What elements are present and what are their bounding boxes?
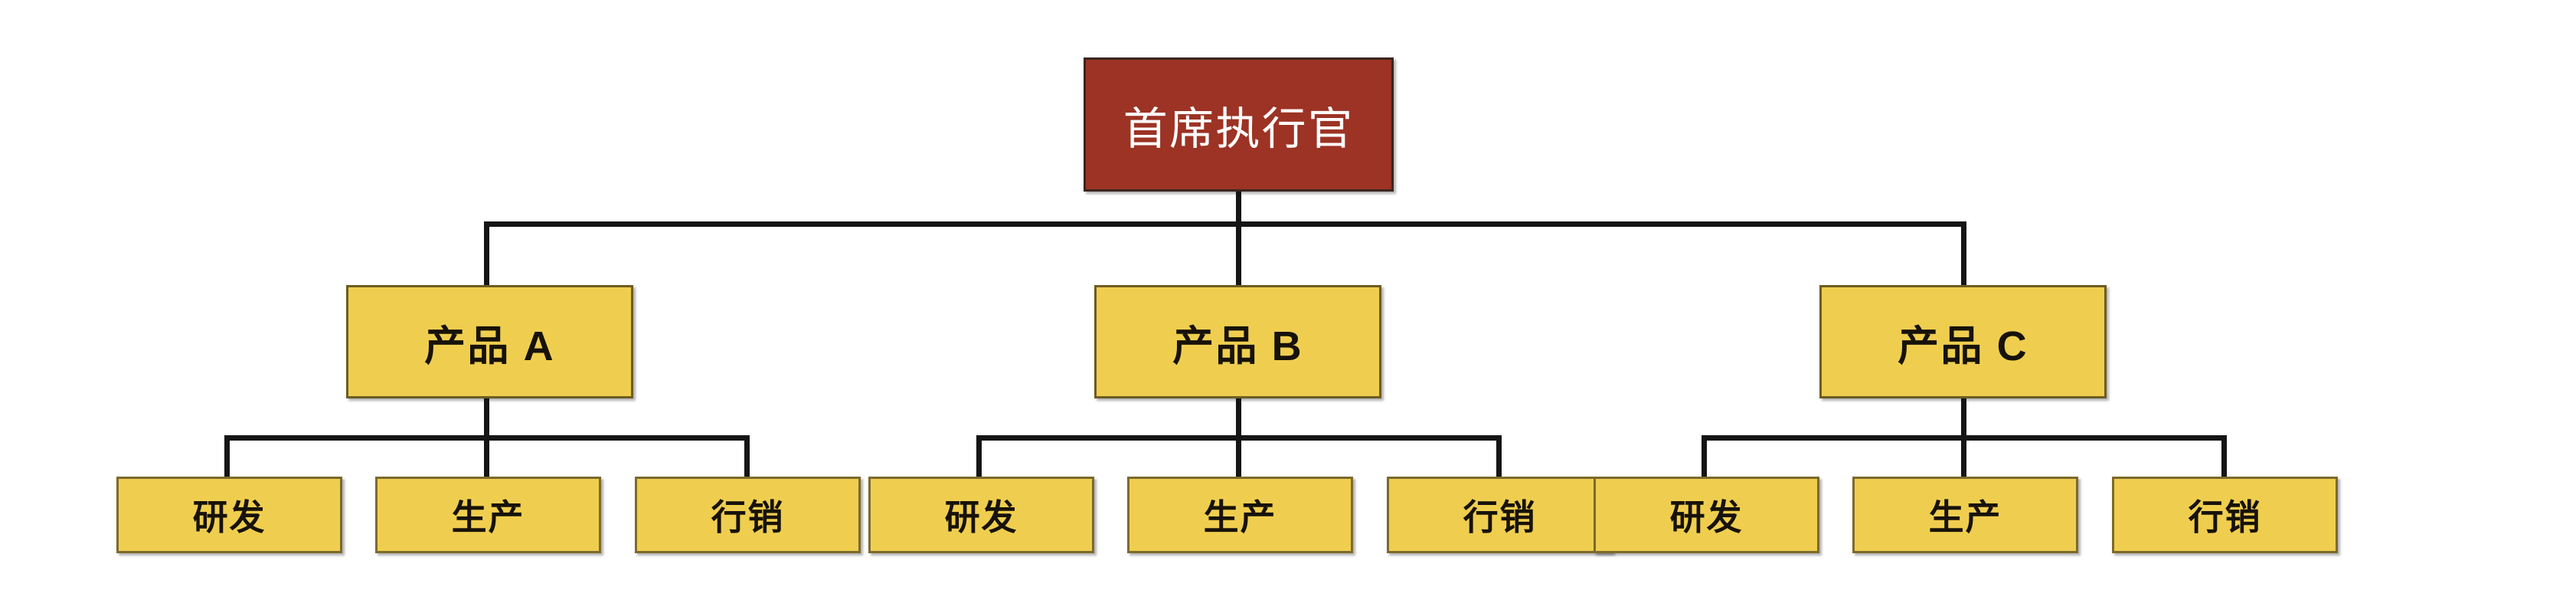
node-leaf-0-0[interactable]: 研发 bbox=[116, 477, 342, 553]
node-product-c[interactable]: 产品 C bbox=[1819, 285, 2107, 398]
connector-drop-leaf-0-1 bbox=[484, 435, 489, 478]
node-leaf-2-2-label: 行销 bbox=[2188, 497, 2262, 537]
node-product-a-label: 产品 A bbox=[424, 323, 555, 369]
node-leaf-1-2-label: 行销 bbox=[1463, 497, 1537, 537]
node-leaf-1-0-label: 研发 bbox=[944, 497, 1018, 537]
connector-drop-leaf-1-2 bbox=[1496, 435, 1502, 478]
node-leaf-0-0-label: 研发 bbox=[192, 497, 266, 537]
node-leaf-1-0[interactable]: 研发 bbox=[868, 477, 1094, 553]
node-product-b[interactable]: 产品 B bbox=[1094, 285, 1381, 398]
connector-main-bus bbox=[484, 221, 1966, 227]
connector-drop-leaf-1-0 bbox=[976, 435, 982, 478]
connector-drop-leaf-2-0 bbox=[1702, 435, 1707, 478]
node-leaf-0-2[interactable]: 行销 bbox=[635, 477, 861, 553]
node-leaf-2-0[interactable]: 研发 bbox=[1594, 477, 1819, 553]
node-leaf-0-1[interactable]: 生产 bbox=[375, 477, 601, 553]
node-ceo-label: 首席执行官 bbox=[1123, 103, 1355, 154]
node-leaf-1-2[interactable]: 行销 bbox=[1387, 477, 1613, 553]
connector-drop-branch-2 bbox=[1961, 221, 1966, 287]
node-leaf-2-0-label: 研发 bbox=[1669, 497, 1744, 537]
connector-drop-leaf-1-1 bbox=[1236, 435, 1241, 478]
connector-drop-branch-1 bbox=[1236, 221, 1241, 287]
connector-drop-leaf-2-1 bbox=[1961, 435, 1966, 478]
connector-branch-0-stem bbox=[484, 398, 489, 438]
connector-branch-1-stem bbox=[1236, 398, 1241, 438]
connector-root-stem bbox=[1236, 192, 1241, 225]
node-leaf-2-1[interactable]: 生产 bbox=[1852, 477, 2078, 553]
node-product-a[interactable]: 产品 A bbox=[346, 285, 633, 398]
node-leaf-0-2-label: 行销 bbox=[711, 497, 785, 537]
node-leaf-0-1-label: 生产 bbox=[451, 497, 525, 537]
node-leaf-1-1-label: 生产 bbox=[1203, 497, 1277, 537]
node-product-b-label: 产品 B bbox=[1172, 323, 1303, 369]
node-ceo[interactable]: 首席执行官 bbox=[1084, 57, 1394, 192]
node-leaf-1-1[interactable]: 生产 bbox=[1127, 477, 1353, 553]
connector-drop-branch-0 bbox=[484, 221, 489, 287]
node-leaf-2-1-label: 生产 bbox=[1928, 497, 2002, 537]
node-product-c-label: 产品 C bbox=[1898, 323, 2028, 369]
node-leaf-2-2[interactable]: 行销 bbox=[2112, 477, 2338, 553]
connector-drop-leaf-2-2 bbox=[2221, 435, 2227, 478]
connector-drop-leaf-0-0 bbox=[224, 435, 230, 478]
connector-drop-leaf-0-2 bbox=[744, 435, 750, 478]
connector-branch-2-stem bbox=[1961, 398, 1966, 438]
